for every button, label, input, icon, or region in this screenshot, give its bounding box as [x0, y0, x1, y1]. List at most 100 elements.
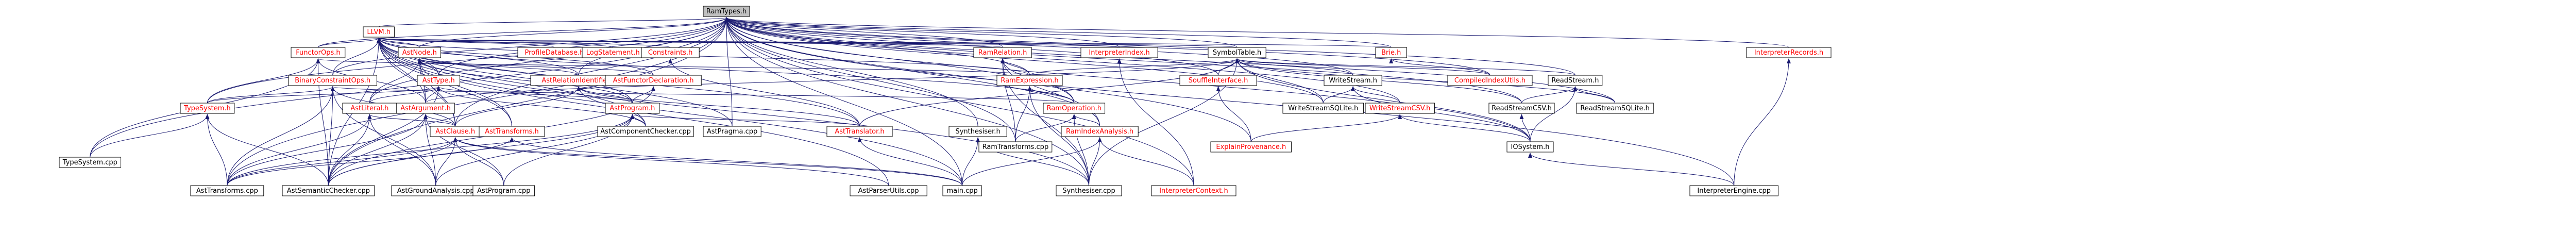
- edge-ramtransforms-to-ramexpression: [1015, 86, 1032, 142]
- edge-iosystem-to-symboltable: [1235, 58, 1531, 142]
- edge-interpretercontext-to-ramindexanalysis: [1097, 137, 1194, 186]
- node-box: [703, 126, 761, 137]
- node-label: Synthesiser.h: [955, 128, 1000, 136]
- node-profiledatabase: ProfileDatabase.h: [517, 47, 591, 58]
- node-label: FunctorOps.h: [296, 49, 340, 57]
- edge-readstream-to-ramtypes: [724, 17, 1575, 76]
- node-astcomponentchecker[interactable]: AstComponentChecker.cpp: [597, 126, 694, 137]
- edge-astsemanticchecker-to-ramtypes: [328, 17, 728, 186]
- edge-binaryconstraintops-to-llvm: [332, 38, 381, 76]
- edge-astrelationidentifier-to-astnode: [417, 58, 579, 76]
- node-label: IOSystem.h: [1511, 143, 1550, 151]
- node-interpreterindex: InterpreterIndex.h: [1080, 47, 1158, 58]
- node-box: [417, 75, 461, 86]
- node-label: AstNode.h: [402, 49, 437, 57]
- edge-writestreamcsv-to-ramtypes: [724, 17, 1400, 104]
- node-box: [942, 185, 982, 196]
- node-explainprovenance: ExplainProvenance.h: [1210, 141, 1292, 153]
- edge-astpragma-to-ramtypes: [724, 17, 733, 127]
- node-compiledindexutils: CompiledIndexUtils.h: [1447, 75, 1533, 86]
- node-label: RamTransforms.cpp: [982, 143, 1049, 151]
- edge-writestreamsqlite-to-ramtypes: [724, 17, 1324, 104]
- node-label: AstParserUtils.cpp: [858, 187, 919, 195]
- edge-asttransforms-cpp-to-astliteral: [227, 114, 372, 186]
- node-box: [479, 126, 545, 137]
- node-label: ReadStream.h: [1551, 77, 1599, 85]
- edge-asttransforms-cpp-to-astargument: [227, 114, 428, 186]
- node-constraints: Constraints.h: [641, 47, 700, 58]
- node-box: [1208, 47, 1266, 58]
- edge-typesystem-to-asttype: [207, 86, 441, 104]
- edge-writestream-to-symboltable: [1235, 58, 1353, 76]
- node-box: [1080, 47, 1158, 58]
- node-interpreterengine[interactable]: InterpreterEngine.cpp: [1689, 185, 1778, 196]
- edge-typesystem-cpp-to-ramtypes: [90, 17, 728, 158]
- edge-asttranslator-h-to-constraints: [668, 58, 860, 127]
- node-readstream[interactable]: ReadStream.h: [1548, 75, 1603, 86]
- node-symboltable[interactable]: SymbolTable.h: [1208, 47, 1266, 58]
- node-label: AstGroundAnalysis.cpp: [397, 187, 474, 195]
- node-writestreamsqlite[interactable]: WriteStreamSQLite.h: [1282, 103, 1364, 114]
- edge-astparserutils-to-astclause: [453, 137, 889, 186]
- edge-interpreterengine-to-interpreterrecords: [1734, 58, 1791, 186]
- edge-ramtransforms-to-ramoperation: [1015, 114, 1076, 142]
- node-label: SouffleInterface.h: [1189, 77, 1248, 85]
- node-astparserutils[interactable]: AstParserUtils.cpp: [850, 185, 927, 196]
- edge-functorops-to-llvm: [317, 38, 381, 48]
- node-readstreamcsv[interactable]: ReadStreamCSV.h: [1488, 103, 1555, 114]
- node-box: [597, 126, 694, 137]
- node-box: [472, 185, 535, 196]
- edge-typesystem-cpp-to-typesystem: [90, 114, 210, 158]
- edge-asttransforms-cpp-to-binaryconstraintops: [227, 86, 335, 186]
- edge-synthesiser-cpp-to-ramtypes: [724, 17, 1089, 186]
- edge-binaryconstraintops-to-ramtypes: [332, 17, 728, 76]
- node-label: InterpreterEngine.cpp: [1697, 187, 1771, 195]
- node-ramtransforms[interactable]: RamTransforms.cpp: [978, 141, 1053, 153]
- edge-asttransforms-cpp-to-astprogram: [227, 114, 635, 186]
- node-astpragma[interactable]: AstPragma.cpp: [703, 126, 761, 137]
- node-logstatement: LogStatement.h: [582, 47, 645, 58]
- edge-synthesiser-h-to-ramtypes: [724, 17, 978, 127]
- edge-main-to-llvm: [377, 38, 963, 186]
- node-box: [605, 103, 660, 114]
- node-box: [1324, 75, 1382, 86]
- edge-functorops-to-ramtypes: [317, 17, 728, 48]
- node-box: [978, 141, 1053, 153]
- edge-astsemanticchecker-to-typesystem: [205, 114, 329, 186]
- node-main[interactable]: main.cpp: [942, 185, 982, 196]
- edge-ramexpression-to-symboltable: [1029, 58, 1239, 76]
- node-label: AstRelationIdentifier.h: [541, 77, 615, 85]
- node-readstreamsqlite[interactable]: ReadStreamSQLite.h: [1576, 103, 1654, 114]
- node-iosystem[interactable]: IOSystem.h: [1506, 141, 1554, 153]
- node-label: TypeSystem.h: [183, 105, 231, 112]
- node-astgroundanalysis[interactable]: AstGroundAnalysis.cpp: [391, 185, 480, 196]
- node-box: [826, 126, 893, 137]
- edge-brie-to-llvm: [378, 38, 1392, 48]
- node-writestream[interactable]: WriteStream.h: [1324, 75, 1382, 86]
- node-label: ReadStreamCSV.h: [1492, 105, 1552, 112]
- node-synthesiser-cpp[interactable]: Synthesiser.cpp: [1056, 185, 1122, 196]
- node-box: [1746, 47, 1832, 58]
- node-astprogram-cpp[interactable]: AstProgram.cpp: [472, 185, 535, 196]
- edge-ramindexanalysis-to-ramoperation: [1072, 114, 1100, 127]
- node-synthesiser-h[interactable]: Synthesiser.h: [948, 126, 1007, 137]
- node-box: [1061, 126, 1139, 137]
- node-label: BinaryConstraintOps.h: [295, 77, 370, 85]
- edge-asttype-to-ramtypes: [438, 17, 728, 76]
- edge-astsemanticchecker-to-astclause: [328, 137, 457, 186]
- edge-typesystem-to-functorops: [207, 58, 320, 104]
- edge-main-to-ramindexanalysis: [962, 137, 1102, 186]
- edge-symboltable-to-ramtypes: [724, 17, 1238, 48]
- node-ramtypes[interactable]: RamTypes.h: [703, 6, 750, 17]
- edge-llvm-to-ramtypes: [378, 17, 728, 27]
- node-label: TypeSystem.cpp: [62, 159, 117, 166]
- node-astclause: AstClause.h: [430, 126, 481, 137]
- node-label: AstComponentChecker.cpp: [600, 128, 691, 136]
- edge-iosystem-to-readstream: [1530, 86, 1578, 142]
- node-typesystem-cpp[interactable]: TypeSystem.cpp: [59, 157, 122, 168]
- edge-writestream-to-ramtypes: [724, 17, 1353, 76]
- node-asttransforms-cpp[interactable]: AstTransforms.cpp: [190, 185, 264, 196]
- node-astsemanticchecker[interactable]: AstSemanticChecker.cpp: [282, 185, 375, 196]
- edge-synthesiser-cpp-to-llvm: [377, 38, 1089, 186]
